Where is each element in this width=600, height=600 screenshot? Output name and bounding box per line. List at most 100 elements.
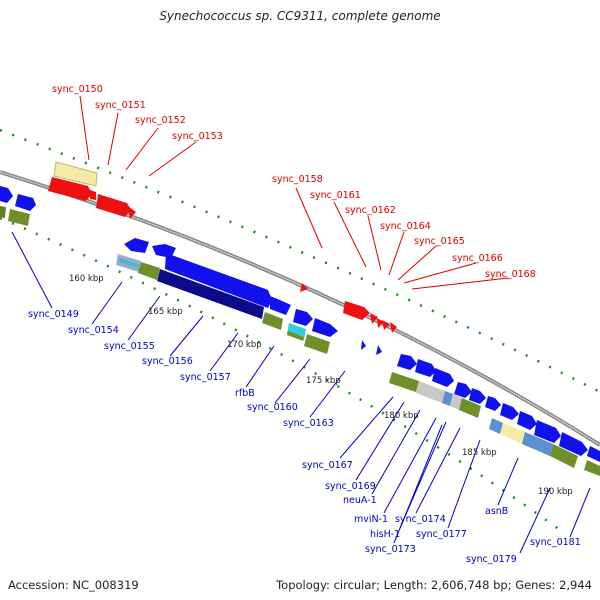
genome-backbone-highlight [0,171,600,446]
gene-feature[interactable] [469,388,486,404]
gene-label[interactable]: sync_0155 [104,341,155,352]
gene-feature[interactable] [15,194,36,211]
genome-title: Synechococcus sp. CC9311, complete genom… [159,9,441,23]
gene-feature[interactable] [287,323,306,340]
forward-gene-labels: sync_0150 sync_0151 sync_0152 sync_0153 … [52,84,536,280]
gene-feature[interactable] [262,312,283,330]
gene-feature[interactable] [442,391,453,406]
gene-label[interactable]: sync_0163 [283,418,334,429]
gene-label[interactable]: asnB [485,506,508,517]
gene-label[interactable]: sync_0167 [302,460,353,471]
gene-feature[interactable] [550,444,578,468]
gene-feature[interactable] [48,177,92,201]
outer-dotted-ring [0,128,600,394]
gene-feature[interactable] [500,423,525,444]
gene-label[interactable]: sync_0165 [414,236,465,247]
gene-feature[interactable] [128,206,136,219]
gene-label[interactable]: sync_0177 [416,529,467,540]
gene-feature[interactable] [0,186,13,203]
gene-label[interactable]: neuA-1 [343,495,377,506]
gene-feature[interactable] [96,194,131,217]
gene-feature[interactable] [517,411,537,430]
gene-feature[interactable] [0,206,6,218]
tick-label: 190 kbp [538,487,573,497]
gene-feature[interactable] [119,258,139,268]
gene-feature[interactable] [485,396,501,411]
gene-feature[interactable] [270,296,291,315]
gene-feature[interactable] [8,209,30,226]
gene-feature[interactable] [287,331,304,341]
gene-feature[interactable] [304,334,330,354]
gene-feature[interactable] [343,301,370,320]
gene-feature[interactable] [53,161,98,187]
tick-label: 160 kbp [69,274,104,284]
gene-label[interactable]: sync_0152 [135,115,186,126]
gene-feature[interactable] [389,372,419,392]
gene-feature[interactable] [584,460,600,476]
gene-feature[interactable] [382,320,390,330]
gene-feature[interactable] [534,420,561,443]
gene-feature[interactable] [500,403,519,420]
tick-label: 165 kbp [148,307,183,317]
reverse-strand-features [0,186,600,476]
gene-label[interactable]: sync_0149 [28,309,79,320]
gene-feature[interactable] [454,382,472,398]
gene-label[interactable]: sync_0179 [466,554,517,565]
gene-label[interactable]: sync_0169 [325,481,376,492]
gene-label[interactable]: sync_0151 [95,100,146,111]
gene-feature[interactable] [587,446,600,462]
gene-feature[interactable] [459,398,481,418]
gene-feature[interactable] [415,359,436,377]
forward-strand-features [48,161,397,333]
gene-feature[interactable] [138,262,160,280]
gene-feature[interactable] [376,345,382,355]
gene-label[interactable]: sync_0173 [365,544,416,555]
gene-feature[interactable] [312,318,338,337]
gene-label[interactable]: rfbB [235,388,255,399]
gene-feature[interactable] [124,238,149,253]
gene-label[interactable]: sync_0157 [180,372,231,383]
reverse-gene-labels: sync_0149 sync_0154 sync_0155 sync_0156 … [28,309,581,565]
gene-feature[interactable] [361,340,366,350]
gene-feature[interactable] [432,368,454,387]
gene-label[interactable]: sync_0161 [310,190,361,201]
gene-feature[interactable] [165,253,272,308]
gene-label[interactable]: sync_0150 [52,84,103,95]
gene-label[interactable]: hisH-1 [370,529,400,540]
gene-feature[interactable] [416,381,445,403]
gene-feature[interactable] [397,354,417,370]
gene-feature[interactable] [489,418,503,434]
gene-label[interactable]: mviN-1 [354,514,388,525]
accession-label: Accession: NC_008319 [8,578,139,592]
gene-feature[interactable] [293,309,313,326]
reverse-leader-lines [11,231,591,554]
forward-leader-lines [79,95,509,290]
gene-label[interactable]: sync_0158 [272,174,323,185]
gene-label[interactable]: sync_0166 [452,253,503,264]
gene-label[interactable]: sync_0181 [530,537,581,548]
gene-label[interactable]: sync_0174 [395,514,446,525]
tick-label: 170 kbp [227,340,262,350]
gene-label[interactable]: sync_0164 [380,221,431,232]
gene-feature[interactable] [370,313,378,324]
scale-tick-labels: 160 kbp 165 kbp 170 kbp 175 kbp 180 kbp … [69,274,573,497]
gene-label[interactable]: sync_0153 [172,131,223,142]
gene-feature[interactable] [90,190,96,200]
gene-label[interactable]: sync_0162 [345,205,396,216]
genome-summary-label: Topology: circular; Length: 2,606,748 bp… [276,578,592,592]
gene-feature[interactable] [450,394,462,410]
gene-feature[interactable] [157,269,264,319]
gene-feature[interactable] [300,283,308,292]
tick-label: 180 kbp [384,411,419,421]
gene-label[interactable]: sync_0154 [68,325,119,336]
gene-feature[interactable] [559,432,588,456]
gene-feature[interactable] [377,318,384,328]
tick-label: 185 kbp [462,448,497,458]
gene-feature[interactable] [390,322,397,333]
gene-feature[interactable] [522,432,553,456]
gene-label[interactable]: sync_0156 [142,356,193,367]
gene-label[interactable]: sync_0160 [247,402,298,413]
gene-label[interactable]: sync_0168 [485,269,536,280]
